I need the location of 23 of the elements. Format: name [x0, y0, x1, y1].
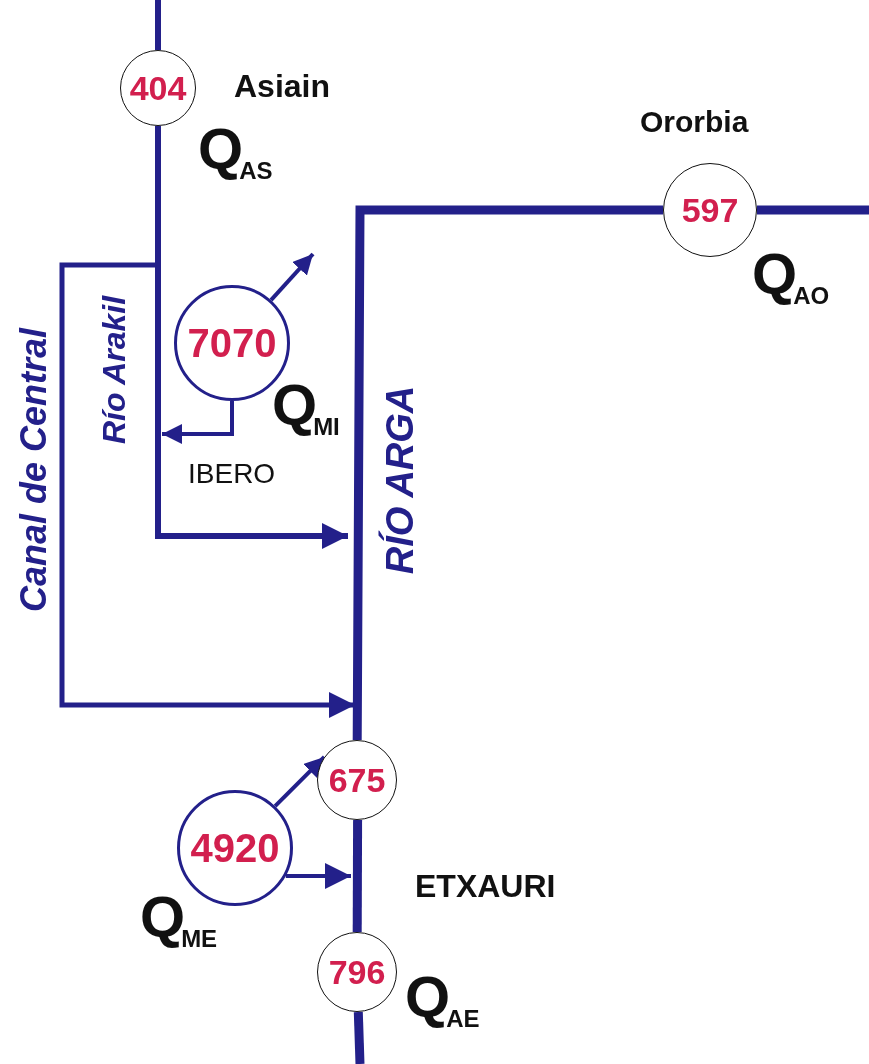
gauging-station-circle: 597: [663, 163, 757, 257]
river-line: [352, 205, 663, 741]
flow-arrow: [273, 755, 326, 808]
flow-arrow: [162, 401, 234, 444]
gauging-station-circle: 675: [317, 740, 397, 820]
flow-arrow: [269, 252, 315, 302]
flow-symbol: Q$_{AS}$: [198, 120, 273, 178]
gauging-station-circle: 796: [317, 932, 397, 1012]
flow-arrow: [285, 863, 351, 889]
place-name: ETXAURI: [415, 868, 556, 905]
station-name: Asiain: [234, 68, 331, 105]
river-line: [155, 126, 348, 549]
river-name: Canal de Central: [13, 327, 55, 613]
river-line: [155, 0, 161, 50]
flow-symbol: Q$_{AE}$: [405, 968, 480, 1026]
river-name: RÍO ARGA: [378, 385, 422, 575]
river-line: [757, 205, 869, 215]
place-name: IBERO: [188, 458, 276, 490]
station-name: Ororbia: [640, 105, 749, 139]
river-name: Río Arakil: [95, 295, 133, 445]
river-line: [353, 1011, 365, 1064]
river-line: [352, 820, 363, 932]
gauging-station-circle: 404: [120, 50, 196, 126]
